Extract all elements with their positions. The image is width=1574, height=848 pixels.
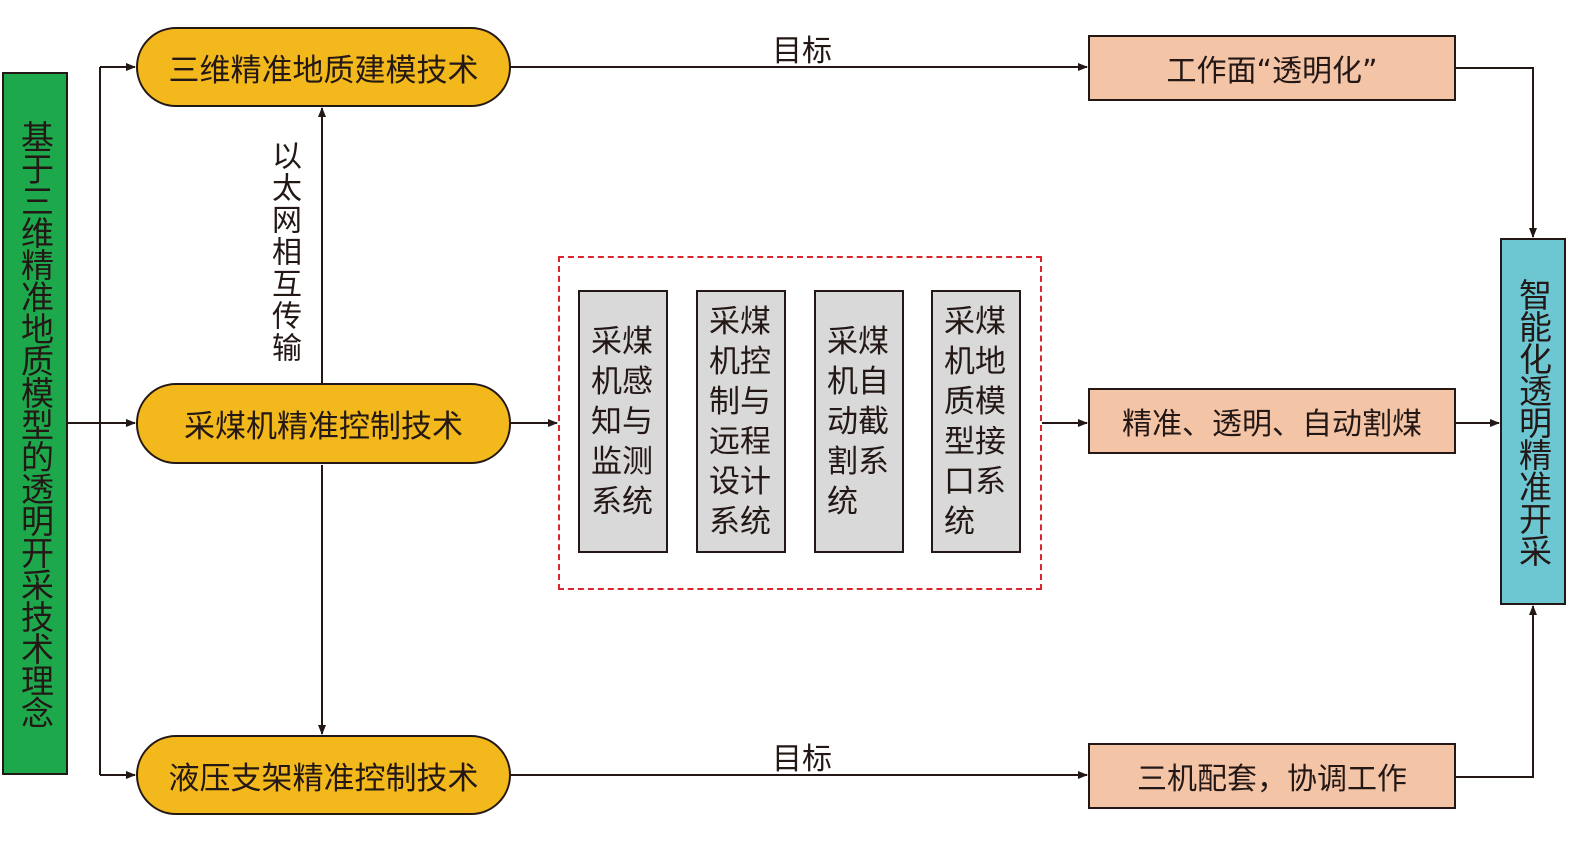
target-label-top: 目标: [772, 34, 832, 69]
subsystem-geo-interface-label: 采煤机地质模型接口系统: [944, 303, 1006, 540]
machine-to-goal-arrow: [1455, 605, 1537, 778]
support-control-tech-label: 液压支架精准控制技术: [168, 760, 479, 797]
ethernet-label: 以太网相互传输: [266, 140, 301, 364]
shearer-control-tech-label: 采煤机精准控制技术: [184, 409, 463, 445]
three-machine-outcome-label: 三机配套，协调工作: [1137, 762, 1407, 797]
subsystem-geo-interface-node: 采煤机地质模型接口系统: [931, 290, 1021, 553]
face-transparent-outcome-label: 工作面“透明化”: [1166, 54, 1378, 89]
subsystem-auto-cutting-label: 采煤机自动截割系统: [827, 323, 889, 520]
three-machine-outcome-node: 三机配套，协调工作: [1088, 743, 1456, 809]
shearer-control-tech-node: 采煤机精准控制技术: [136, 383, 511, 464]
face-to-goal-arrow: [1455, 67, 1537, 238]
support-control-tech-node: 液压支架精准控制技术: [136, 735, 511, 815]
geo-modeling-tech-label: 三维精准地质建模技术: [168, 52, 479, 89]
shearer-subsystems-group: [558, 256, 1042, 590]
goal-text: 智能化透明精准开采: [1513, 277, 1553, 566]
target-label-bottom: 目标: [772, 742, 832, 777]
subsystem-remote-control-label: 采煤机控制与远程设计系统: [709, 303, 771, 540]
auto-cutting-outcome-label: 精准、透明、自动割煤: [1122, 407, 1422, 442]
concept-box: 基于三维精准地质模型的透明开采技术理念: [2, 72, 68, 775]
concept-text: 基于三维精准地质模型的透明开采技术理念: [15, 119, 55, 728]
subsystem-auto-cutting-node: 采煤机自动截割系统: [814, 290, 904, 553]
face-transparent-outcome-node: 工作面“透明化”: [1088, 35, 1456, 101]
subsystem-sensing-label: 采煤机感知与监测系统: [591, 323, 653, 520]
auto-cutting-outcome-node: 精准、透明、自动割煤: [1088, 388, 1456, 454]
subsystem-sensing-node: 采煤机感知与监测系统: [578, 290, 668, 553]
geo-modeling-tech-node: 三维精准地质建模技术: [136, 27, 511, 107]
subsystem-remote-control-node: 采煤机控制与远程设计系统: [696, 290, 786, 553]
goal-box: 智能化透明精准开采: [1500, 238, 1566, 605]
